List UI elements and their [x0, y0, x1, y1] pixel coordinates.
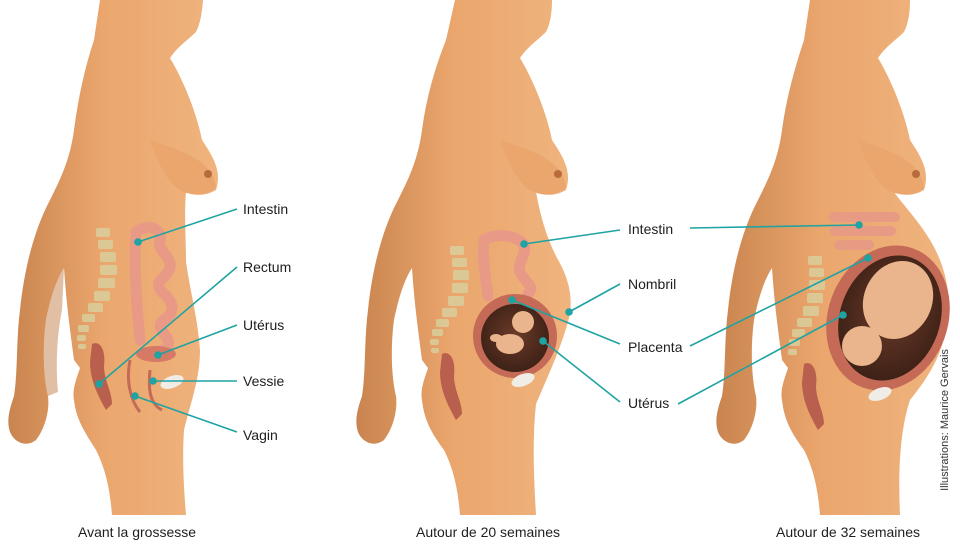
- rectum: [440, 353, 462, 420]
- spine: [430, 246, 469, 353]
- bladder: [511, 373, 535, 387]
- fetus: [490, 311, 534, 354]
- label-uterus-before: Utérus: [243, 317, 285, 333]
- figure-20-weeks: [356, 0, 621, 515]
- caption-32-weeks: Autour de 32 semaines: [776, 524, 920, 540]
- spine: [77, 228, 117, 349]
- figure-32-weeks: [677, 0, 950, 515]
- fetus: [842, 261, 934, 366]
- body-silhouette: [356, 0, 571, 515]
- label-vessie-before: Vessie: [243, 373, 285, 389]
- intestine: [828, 212, 900, 250]
- rectum: [90, 343, 112, 410]
- label-placenta-20w: Placenta: [628, 339, 683, 355]
- spine: [788, 256, 825, 355]
- label-vagin-before: Vagin: [243, 427, 278, 443]
- bladder: [868, 387, 892, 401]
- callouts-20-weeks: [508, 229, 621, 403]
- figure-before-pregnancy: [8, 0, 238, 515]
- label-uterus-20w: Utérus: [628, 395, 670, 411]
- rectum: [802, 363, 824, 430]
- intestine: [478, 230, 537, 302]
- label-intestin-20w: Intestin: [628, 221, 674, 237]
- caption-before-pregnancy: Avant la grossesse: [78, 524, 197, 540]
- illustration-credit: Illustrations: Maurice Gervais: [939, 349, 951, 491]
- bladder: [160, 375, 184, 389]
- label-nombril-20w: Nombril: [628, 276, 677, 292]
- caption-20-weeks: Autour de 20 semaines: [416, 524, 560, 540]
- callouts-32-weeks: [677, 221, 872, 405]
- label-intestin-before: Intestin: [243, 201, 289, 217]
- label-rectum-before: Rectum: [243, 259, 292, 275]
- callouts-before: [95, 208, 238, 433]
